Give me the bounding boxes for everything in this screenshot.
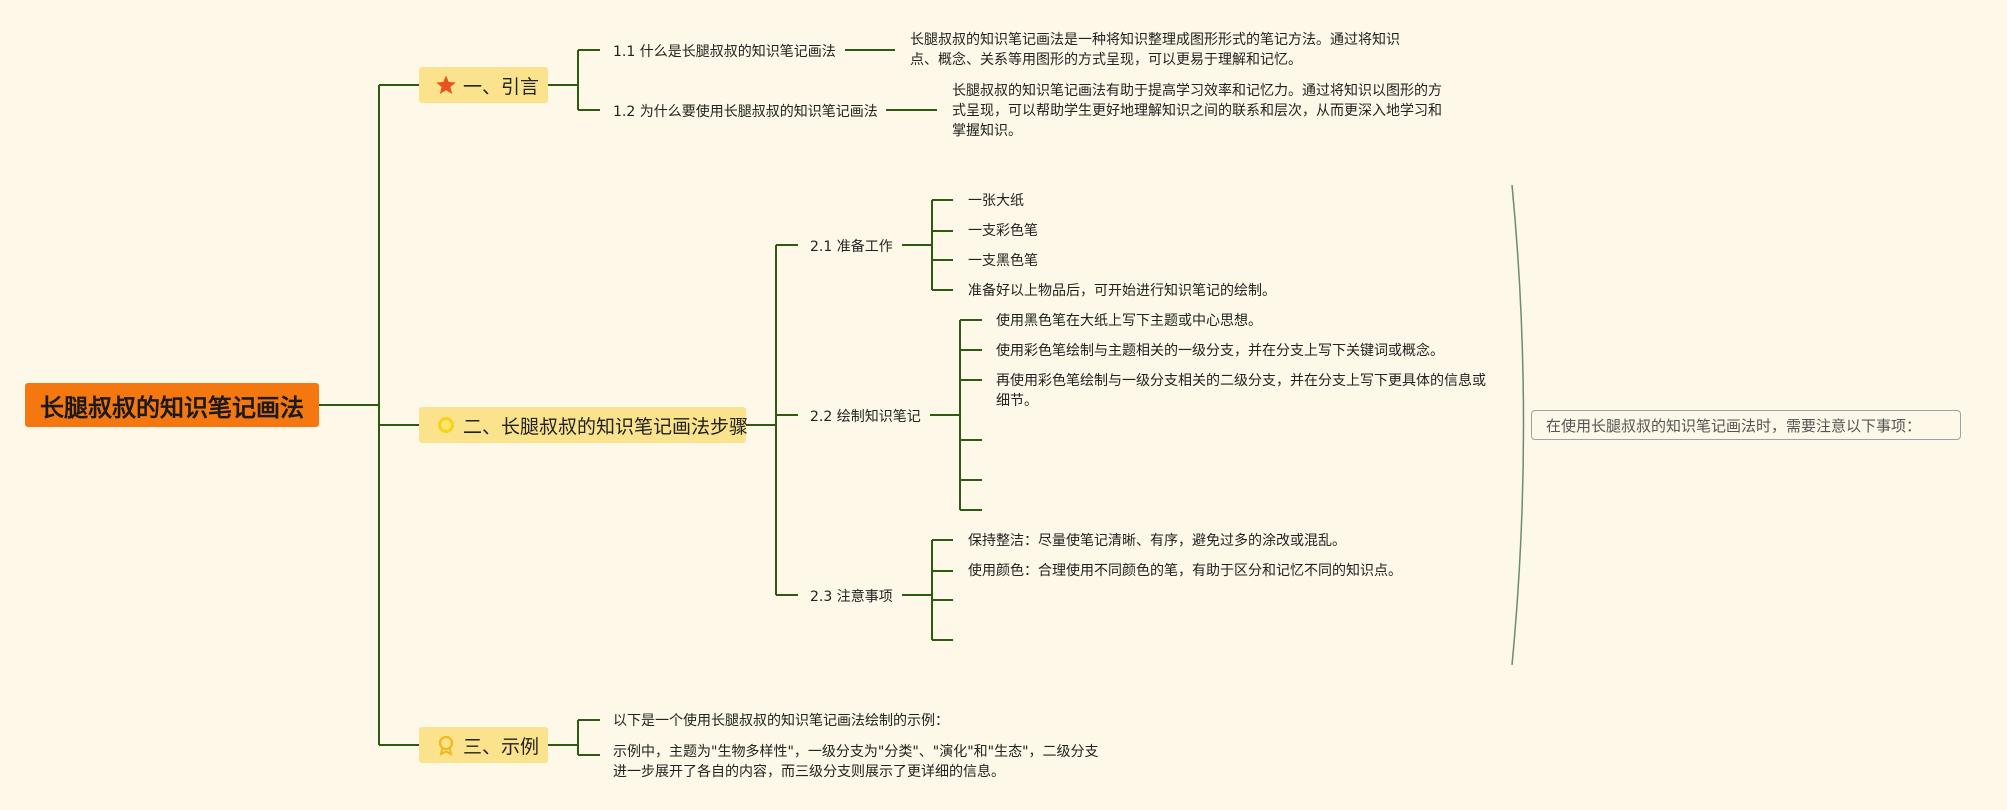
- example-item[interactable]: 示例中，主题为"生物多样性"，一级分支为"分类"、"演化"和"生态"，二级分支进…: [613, 744, 1099, 780]
- prep-item[interactable]: 一支彩色笔: [968, 223, 1038, 239]
- topic-why-use[interactable]: 1.2 为什么要使用长腿叔叔的知识笔记画法: [613, 104, 878, 120]
- branch-steps-label: 二、长腿叔叔的知识笔记画法步骤: [463, 415, 749, 438]
- notes-item[interactable]: 保持整洁：尽量使笔记清晰、有序，避免过多的涂改或混乱。: [968, 533, 1346, 549]
- branch-intro[interactable]: 一、引言: [419, 67, 548, 103]
- draw-item[interactable]: 使用彩色笔绘制与主题相关的一级分支，并在分支上写下关键词或概念。: [996, 343, 1444, 359]
- topic-notes[interactable]: 2.3 注意事项: [810, 589, 893, 605]
- root-topic[interactable]: 长腿叔叔的知识笔记画法: [25, 383, 319, 427]
- notes-item[interactable]: 使用颜色：合理使用不同颜色的笔，有助于区分和记忆不同的知识点。: [968, 563, 1402, 579]
- prep-item[interactable]: 准备好以上物品后，可开始进行知识笔记的绘制。: [968, 283, 1276, 299]
- connector-notes: [902, 539, 953, 641]
- connector-l1: [379, 84, 419, 746]
- topic-draw[interactable]: 2.2 绘制知识笔记: [810, 409, 921, 425]
- detail-why-use[interactable]: 长腿叔叔的知识笔记画法有助于提高学习效率和记忆力。通过将知识以图形的方式呈现，可…: [952, 83, 1442, 139]
- summary-brace: [1511, 184, 1525, 666]
- connector-intro: [548, 49, 600, 111]
- connector-prep: [902, 199, 953, 291]
- prep-item[interactable]: 一支黑色笔: [968, 253, 1038, 269]
- connector-intro-details: [845, 49, 937, 111]
- star-icon: [435, 74, 457, 96]
- draw-item[interactable]: 使用黑色笔在大纸上写下主题或中心思想。: [996, 313, 1262, 329]
- summary-callout[interactable]: 在使用长腿叔叔的知识笔记画法时，需要注意以下事项：: [1531, 410, 1961, 440]
- branch-example[interactable]: 三、示例: [419, 727, 548, 763]
- branch-intro-label: 一、引言: [463, 75, 540, 98]
- example-item[interactable]: 以下是一个使用长腿叔叔的知识笔记画法绘制的示例：: [613, 713, 949, 729]
- connector-steps: [746, 244, 798, 596]
- connector-draw: [930, 319, 982, 511]
- topic-what-is[interactable]: 1.1 什么是长腿叔叔的知识笔记画法: [613, 44, 836, 60]
- branch-example-label: 三、示例: [463, 735, 540, 758]
- detail-what-is[interactable]: 长腿叔叔的知识笔记画法是一种将知识整理成图形形式的笔记方法。通过将知识点、概念、…: [910, 32, 1400, 68]
- sun-icon: [435, 414, 457, 436]
- connector-example: [548, 719, 600, 756]
- draw-item[interactable]: 再使用彩色笔绘制与一级分支相关的二级分支，并在分支上写下更具体的信息或细节。: [996, 373, 1486, 409]
- branch-steps[interactable]: 二、长腿叔叔的知识笔记画法步骤: [419, 407, 749, 443]
- award-icon: [435, 734, 457, 756]
- topic-prep[interactable]: 2.1 准备工作: [810, 239, 893, 255]
- prep-item[interactable]: 一张大纸: [968, 193, 1024, 209]
